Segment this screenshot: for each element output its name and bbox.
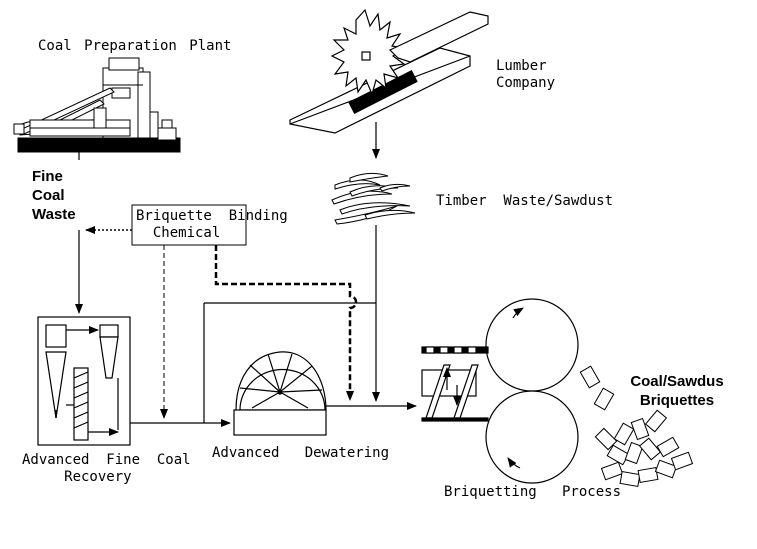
coal-plant-label: Coal Preparation Plant	[38, 38, 232, 54]
advanced-fine-coal-label: Advanced Fine Coal Recovery	[22, 452, 191, 485]
fine-coal-waste-label: Fine Coal Waste	[32, 168, 76, 223]
briquettes-pile-icon	[579, 365, 694, 488]
lumber-company-label: Lumber Company	[496, 58, 556, 91]
flow-lines	[75, 122, 417, 427]
binding-chemical-box	[131, 204, 247, 246]
briquettes-label: Coal/Sawdus Briquettes	[630, 373, 724, 409]
briquetting-process-label: Briquetting Process	[444, 484, 622, 500]
binding-chemical-label: Briquette Binding Chemical	[136, 208, 288, 241]
timber-waste-label: Timber Waste/Sawdust	[436, 193, 614, 209]
briquetting-rollers-icon	[421, 298, 579, 484]
recovery-unit-icon	[37, 316, 131, 446]
dewatering-drum-icon	[233, 351, 327, 436]
chemical-lines	[85, 226, 358, 419]
sawdust-icon	[331, 172, 416, 225]
coal-plant-icon	[13, 57, 181, 153]
saw-mill-icon	[289, 8, 489, 134]
advanced-dewatering-label: Advanced Dewatering	[212, 445, 390, 461]
